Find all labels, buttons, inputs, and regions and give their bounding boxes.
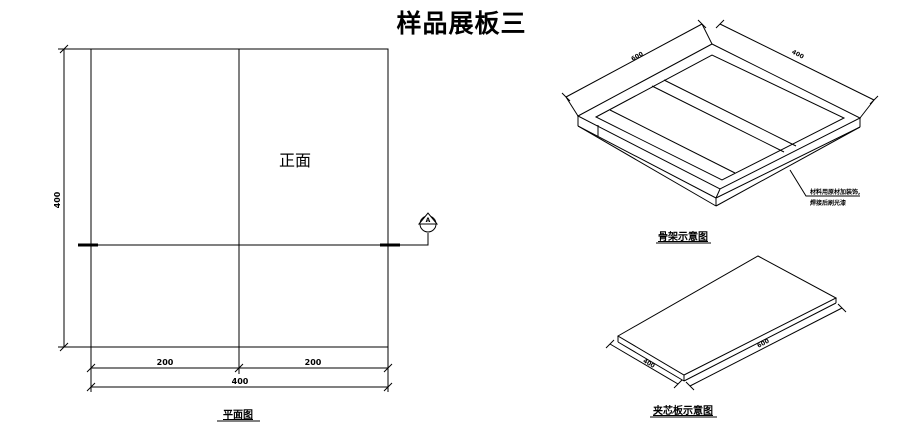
drawing-title: 样品展板三 [396, 9, 527, 38]
panel-dimension-lines [605, 303, 847, 391]
plan-caption: 平面图 [223, 409, 253, 421]
dimension-height [58, 44, 91, 352]
panel-dimension-b: 600 [756, 338, 770, 350]
frame-caption: 骨架示意图 [658, 230, 708, 243]
frame-note-leader [789, 169, 860, 197]
frame-dimension-lines [561, 19, 879, 119]
dimension-chain [86, 347, 393, 392]
front-label: 正面 [279, 151, 311, 170]
frame-note-line1: 材料用原材加装饰, [809, 188, 860, 196]
frame-isometric [576, 43, 862, 207]
dimension-right-label: 200 [305, 358, 322, 367]
panel-caption: 夹芯板示意图 [653, 404, 713, 417]
frame-dimension-b: 400 [791, 49, 805, 61]
plan-view [78, 48, 429, 348]
panel-isometric [617, 255, 838, 382]
panel-dimension-a: 400 [642, 358, 656, 370]
frame-note-line2: 焊接后刷光漆 [810, 199, 846, 207]
dimension-left-label: 200 [157, 358, 174, 367]
section-marker-icon [417, 212, 439, 233]
dimension-height-label: 400 [53, 191, 62, 208]
section-marker-label: A [426, 217, 431, 224]
dimension-total-label: 400 [232, 377, 249, 386]
frame-dimension-a: 600 [630, 51, 644, 63]
